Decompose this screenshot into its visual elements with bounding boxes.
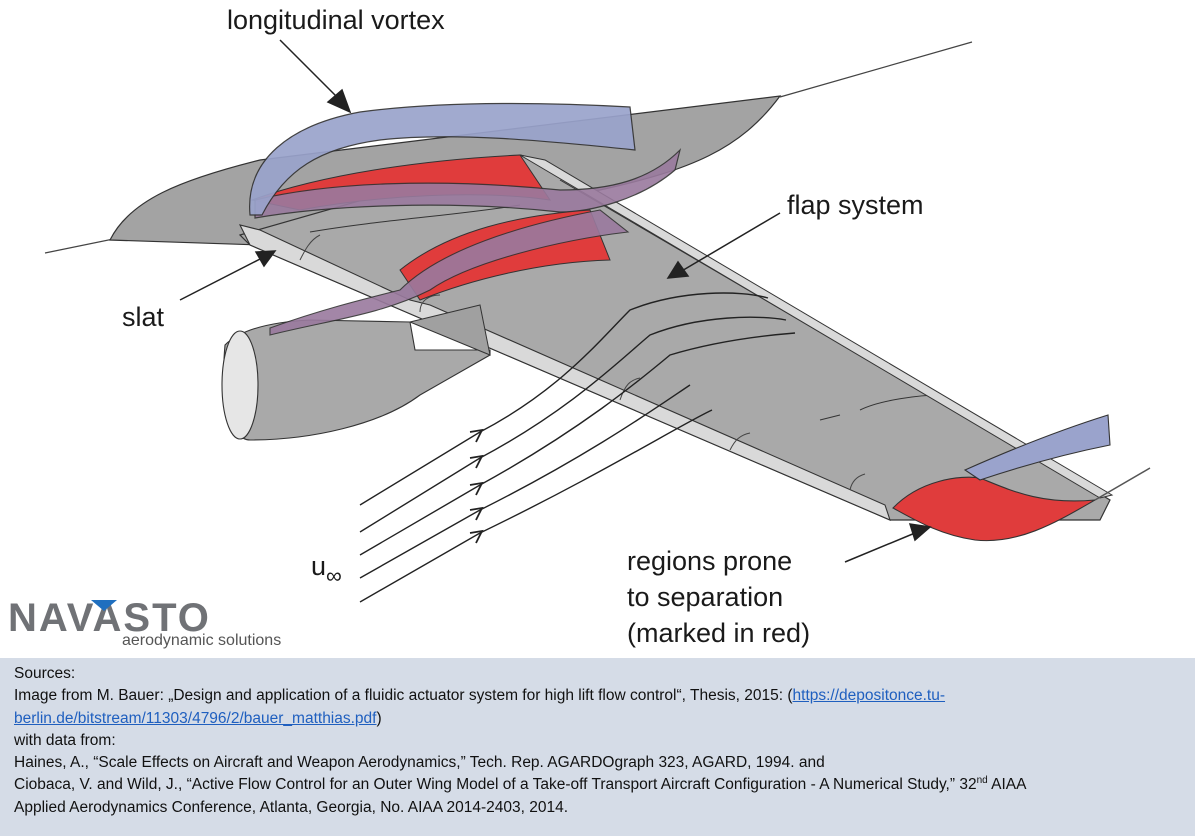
source-ciobaca-line2: Applied Aerodynamics Conference, Atlanta… [14,798,569,816]
engine-inlet [221,330,259,440]
freestream-lines [359,292,796,603]
source-bauer-link-part2[interactable]: berlin.de/bitstream/11303/4796/2/bauer_m… [14,709,377,727]
label-slat: slat [122,302,165,332]
freestream-arrowheads [469,428,484,544]
source-ciobaca-line1: Ciobaca, V. and Wild, J., “Active Flow C… [14,774,1195,796]
source-bauer-text: Image from M. Bauer: „Design and applica… [14,687,793,705]
vortex-upper-loop [249,102,636,216]
source-ciobaca-text: Ciobaca, V. and Wild, J., “Active Flow C… [14,776,977,794]
logo-accent-triangle-icon [91,600,117,611]
flap-strip [519,154,1114,499]
tip-winglet-line [1094,467,1151,501]
freestream-subscript: ∞ [326,563,342,588]
source-bauer-line1: Image from M. Bauer: „Design and applica… [14,685,1195,707]
label-flap-system: flap system [787,190,924,220]
source-bauer-line2: berlin.de/bitstream/11303/4796/2/bauer_m… [14,708,1195,730]
vortex-tip-band [963,414,1111,481]
navasto-logo: NAVASTO aerodynamic solutions [8,598,281,649]
label-regions-prone-to-separation: regions prone to separation (marked in r… [627,543,810,651]
vortex-root-band [254,148,682,219]
source-with-data-from: with data from: [14,731,116,749]
vortex-mid-band [269,209,630,336]
freestream-symbol: u [311,551,327,581]
source-bauer-close: ) [376,709,382,727]
slat-panel-lines [299,234,866,491]
label-regions-line3: (marked in red) [627,618,811,648]
logo-tagline: aerodynamic solutions [122,632,282,649]
source-ciobaca-ordinal: nd [976,775,988,787]
source-ciobaca-aiaa: AIAA [987,776,1027,794]
label-longitudinal-vortex: longitudinal vortex [227,5,445,35]
label-freestream-velocity: u∞ [311,548,342,594]
callout-arrows [179,39,932,563]
engine-pylon [408,304,491,356]
label-regions-line2: to separation [627,582,784,612]
wing-diagram [44,39,1151,603]
sources-heading: Sources: [14,665,76,682]
source-haines: Haines, A., “Scale Effects on Aircraft a… [14,754,825,772]
label-regions-line1: regions prone [627,546,793,576]
source-bauer-link-part1[interactable]: https://depositonce.tu- [792,687,946,705]
sources-panel: Sources: Image from M. Bauer: „Design an… [0,658,1195,836]
